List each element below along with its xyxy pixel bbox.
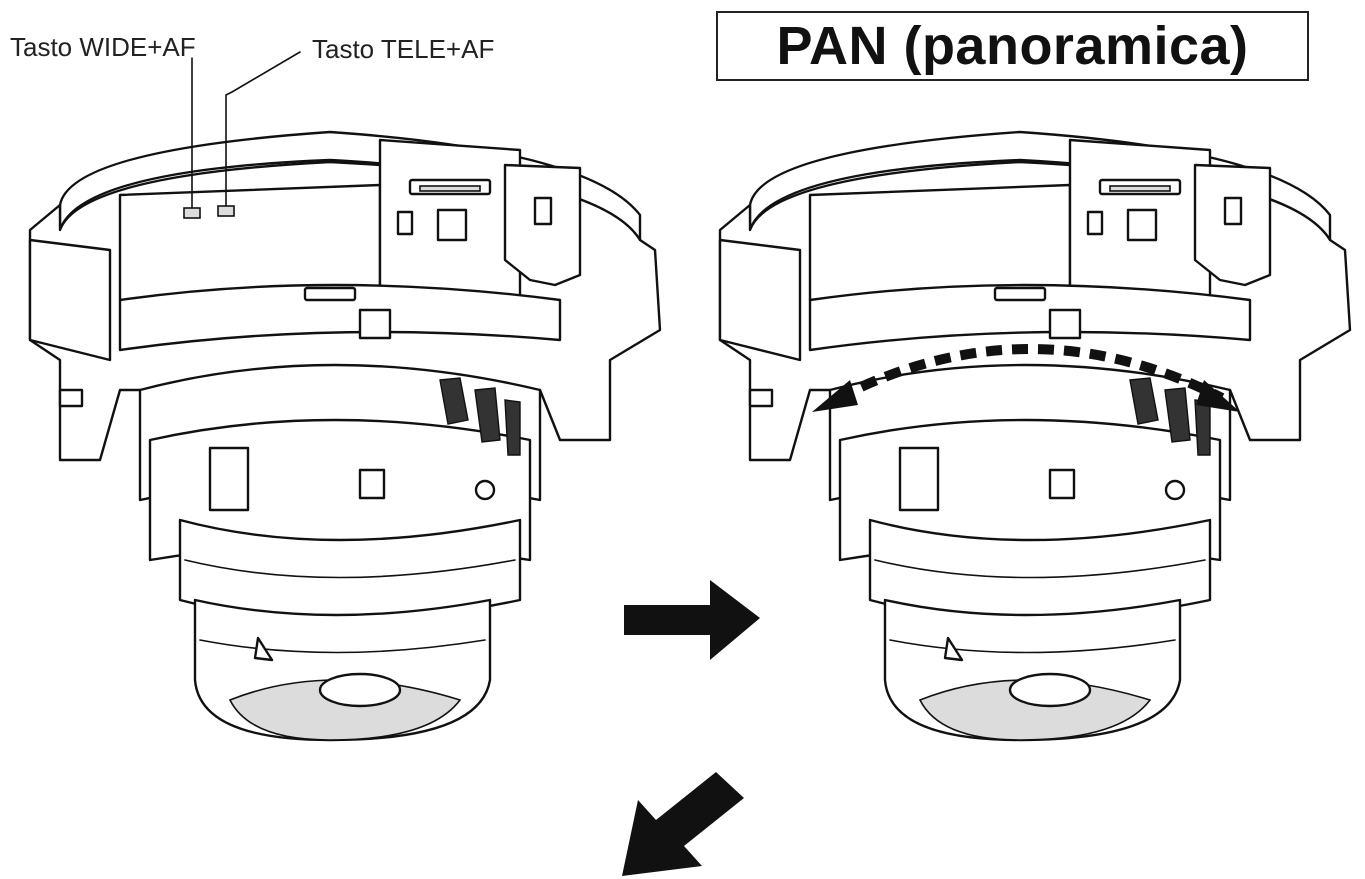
wide-af-button bbox=[183, 207, 201, 219]
title-box: PAN (panoramica) bbox=[716, 11, 1309, 81]
arrow-right-icon bbox=[624, 580, 760, 660]
tele-af-button-label: Tasto TELE+AF bbox=[312, 34, 495, 64]
page-title: PAN (panoramica) bbox=[776, 16, 1249, 76]
tele-af-button bbox=[217, 205, 235, 217]
tele-af-pointer-line bbox=[225, 51, 301, 209]
right-camera-drawing bbox=[718, 130, 1352, 742]
wide-af-button-label: Tasto WIDE+AF bbox=[10, 32, 196, 62]
curved-double-arrow-icon bbox=[812, 344, 1240, 412]
arrow-down-left-icon bbox=[622, 772, 744, 876]
left-camera-drawing bbox=[28, 130, 662, 742]
